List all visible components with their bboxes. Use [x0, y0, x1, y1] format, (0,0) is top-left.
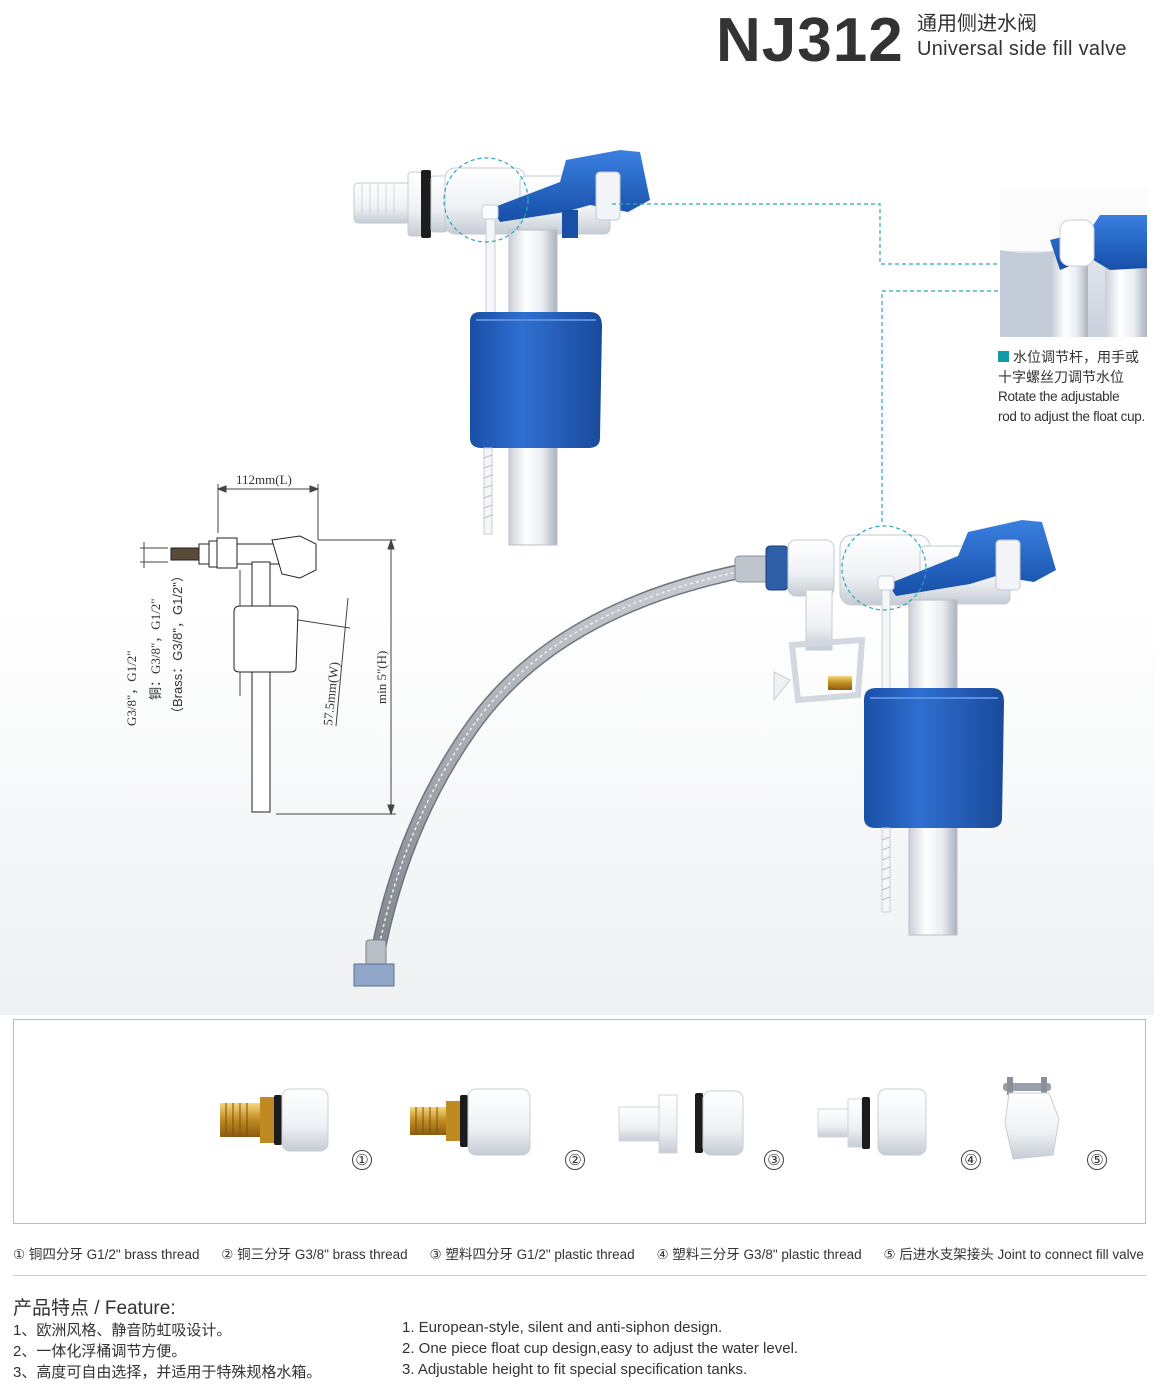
- caption-part-4: ④ 塑料三分牙 G3/8" plastic thread: [656, 1247, 862, 1262]
- parts-panel: [13, 1019, 1146, 1224]
- callout-cn-line2: 十字螺丝刀调节水位: [998, 368, 1124, 385]
- dimension-drawing: [140, 484, 396, 816]
- thread-label-c: （Brass：G3/8"，G1/2"）: [170, 569, 185, 720]
- dim-length-label: 112mm(L): [236, 472, 292, 487]
- part-5-bracket-joint: [1003, 1077, 1060, 1160]
- teal-square-marker: [998, 351, 1009, 362]
- part-number-4: ④: [961, 1150, 981, 1170]
- part-3-plastic-g12: [618, 1090, 744, 1156]
- feature-en-1: 1. European-style, silent and anti-sipho…: [402, 1319, 723, 1336]
- model-number: NJ312: [716, 6, 904, 75]
- thread-label-a: G3/8"，G1/2": [124, 650, 139, 726]
- product-illustration: 112mm(L) min 5"(H) 57.5mm(W) G3/8"，G1/2"…: [124, 150, 1147, 987]
- thread-label-b: 铜：G3/8"，G1/2": [148, 598, 163, 700]
- caption-part-5: ⑤ 后进水支架接头 Joint to connect fill valve: [883, 1247, 1144, 1262]
- parts-illustrations: [220, 1077, 1060, 1160]
- feature-cn-1: 1、欧洲风格、静音防虹吸设计。: [13, 1322, 232, 1339]
- feature-cn-3: 3、高度可自由选择，并适用于特殊规格水箱。: [13, 1364, 322, 1381]
- part-1-brass-g12: [220, 1088, 329, 1152]
- part-number-2: ②: [565, 1150, 585, 1170]
- title-chinese: 通用侧进水阀: [917, 13, 1037, 35]
- callout-en-line2: rod to adjust the float cup.: [998, 408, 1145, 424]
- part-captions: ① 铜四分牙 G1/2" brass thread ② 铜三分牙 G3/8" b…: [13, 1243, 1144, 1263]
- caption-part-1: ① 铜四分牙 G1/2" brass thread: [13, 1247, 200, 1262]
- feature-en-2: 2. One piece float cup design,easy to ad…: [402, 1340, 799, 1357]
- feature-en-3: 3. Adjustable height to fit special spec…: [402, 1361, 748, 1378]
- part-number-5: ⑤: [1087, 1150, 1107, 1170]
- divider: [13, 1275, 1146, 1276]
- part-number-1: ①: [352, 1150, 372, 1170]
- part-4-plastic-g38: [817, 1088, 927, 1156]
- part-number-3: ③: [764, 1150, 784, 1170]
- adjust-rod-callout: 水位调节杆，用手或 十字螺丝刀调节水位 Rotate the adjustabl…: [998, 348, 1154, 426]
- part-2-brass-g38: [410, 1088, 531, 1156]
- feature-title: 产品特点 / Feature:: [13, 1298, 176, 1319]
- caption-part-2: ② 铜三分牙 G3/8" brass thread: [221, 1247, 408, 1262]
- title-english: Universal side fill valve: [917, 38, 1127, 60]
- callout-en-line1: Rotate the adjustable: [998, 389, 1120, 404]
- caption-part-3: ③ 塑料四分牙 G1/2" plastic thread: [429, 1247, 635, 1262]
- dim-height-label: min 5"(H): [374, 651, 389, 704]
- callout-cn-line1: 水位调节杆，用手或: [1013, 349, 1139, 365]
- feature-cn-2: 2、一体化浮桶调节方便。: [13, 1343, 187, 1360]
- callout-leader-lines: [612, 203, 998, 525]
- bottom-valve: [353, 520, 1056, 987]
- dim-width-label: 57.5mm(W): [320, 661, 342, 726]
- zoom-inset-photo: [1000, 189, 1147, 337]
- top-valve: [353, 150, 650, 546]
